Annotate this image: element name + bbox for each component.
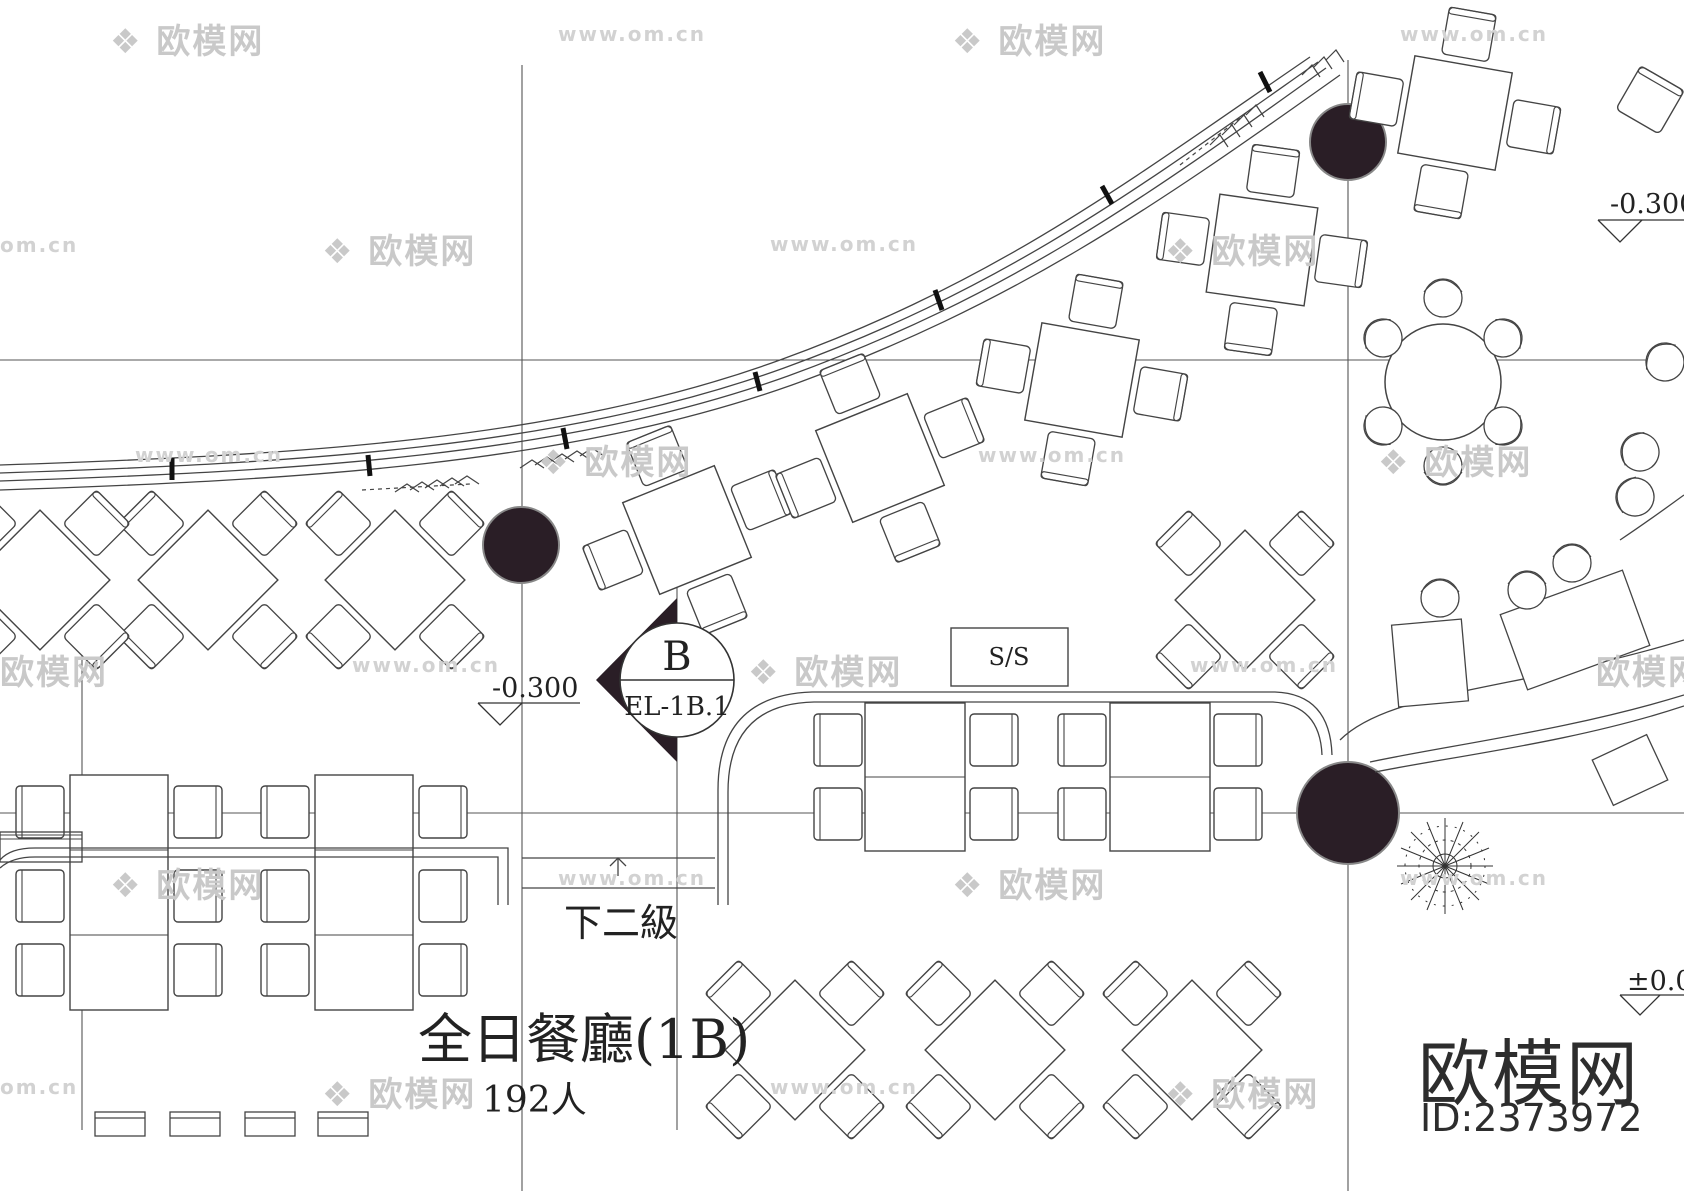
watermark-brand: ❖ 欧模网 (748, 653, 903, 693)
curved-walkway (0, 56, 1341, 491)
watermark-brand: ❖ 欧模网 (322, 1075, 477, 1115)
watermark-url: www.om.cn (558, 22, 707, 46)
watermark-brand: ❖ 欧模网 (1165, 232, 1320, 272)
watermark-brand: ❖ 欧模网 (952, 22, 1107, 62)
room-name: 全日餐廳(1B) (418, 1008, 750, 1071)
watermark-url: www.om.cn (1190, 653, 1339, 677)
structural-columns (482, 103, 1400, 865)
level-marks (477, 219, 1684, 1016)
watermark-url: www.om.cn (770, 1075, 919, 1099)
brand-id: ID:2373972 (1420, 1096, 1643, 1140)
tree-symbol (1397, 818, 1493, 914)
watermark-url: www.om.cn (1400, 866, 1549, 890)
level-bottom-right: ±0.0 (1627, 966, 1684, 997)
section-marker (596, 598, 735, 762)
booth-block-left (0, 774, 468, 1011)
watermark-brand: ❖ 欧模网 (538, 443, 693, 483)
steps-note: 下二級 (564, 901, 678, 945)
watermark-url: www.om.cn (135, 443, 284, 467)
room-capacity: 192人 (482, 1080, 587, 1121)
service-station-label: S/S (989, 643, 1030, 671)
watermark-url: www.om.cn (352, 653, 501, 677)
watermark-brand: ❖ 欧模网 (952, 866, 1107, 906)
watermark-brand: ❖ 欧模网 (322, 232, 477, 272)
column (1296, 761, 1400, 865)
level-top-right: -0.300 (1610, 189, 1684, 220)
walkway-post-marks (169, 70, 1273, 480)
booth-block-centre (717, 691, 1333, 905)
watermark-url: www.om.cn (1400, 22, 1549, 46)
curved-booth-area (1339, 494, 1684, 807)
watermark-brand-fragment: 欧模网 (1596, 653, 1684, 693)
section-marker-letter: B (662, 634, 691, 680)
watermark-url: om.cn (0, 1075, 79, 1099)
watermark-brand: ❖ 欧模网 (1378, 443, 1533, 483)
column (1309, 103, 1387, 181)
section-marker-ref: EL-1B.1 (624, 692, 730, 722)
watermark-url: www.om.cn (770, 232, 919, 256)
watermark-url: om.cn (0, 233, 79, 257)
watermark-brand: ❖ 欧模网 (110, 22, 265, 62)
service-station-box (950, 627, 1069, 687)
watermark-url: www.om.cn (558, 866, 707, 890)
bottom-stools (94, 1111, 369, 1137)
brand-logo-text: 欧模网 (1418, 1032, 1641, 1116)
walkway-ramp-arrows (361, 49, 1345, 493)
level-left: -0.300 (492, 673, 578, 704)
left-partition (0, 831, 715, 905)
watermark-url: www.om.cn (978, 443, 1127, 467)
column (482, 506, 560, 584)
watermark-brand: ❖ 欧模网 (110, 866, 265, 906)
watermark-brand: ❖ 欧模网 (1165, 1075, 1320, 1115)
watermark-brand-fragment: 欧模网 (0, 653, 108, 693)
round-table-set (1355, 278, 1684, 523)
